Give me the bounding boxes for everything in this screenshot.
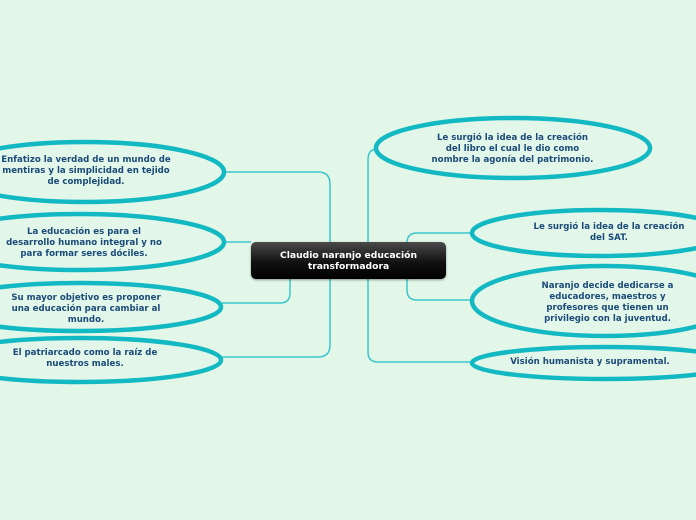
connector-left-3 [222,279,291,304]
node-left-4-shape [0,335,224,385]
node-right-2[interactable]: Le surgió la idea de la creación del SAT… [533,222,685,243]
node-left-2-shape [0,211,227,273]
node-right-4[interactable]: Visión humanista y supramental. [510,357,670,367]
node-right-3-shape [469,263,696,339]
node-right-4-shape [469,344,696,382]
node-left-3[interactable]: Su mayor objetivo es proponer una educac… [11,293,161,325]
node-left-4[interactable]: El patriarcado como la raíz de nuestros … [12,348,158,369]
connector-right-1 [367,148,472,363]
node-right-1[interactable]: Le surgió la idea de la creación del lib… [431,133,594,165]
central-topic[interactable]: Claudio naranjo educación transformadora [251,242,446,279]
node-left-2[interactable]: La educación es para el desarrollo human… [6,227,162,259]
node-left-1[interactable]: Enfatizo la verdad de un mundo de mentir… [1,155,171,187]
node-left-1-shape [0,139,227,205]
central-topic-label: Claudio naranjo educación transformadora [280,249,417,272]
node-left-3-shape [0,280,224,334]
node-right-2-shape [469,207,696,259]
connector-right-3 [406,260,472,301]
node-right-3[interactable]: Naranjo decide dedicarse a educadores, m… [541,281,674,324]
node-right-1-shape [373,115,653,181]
